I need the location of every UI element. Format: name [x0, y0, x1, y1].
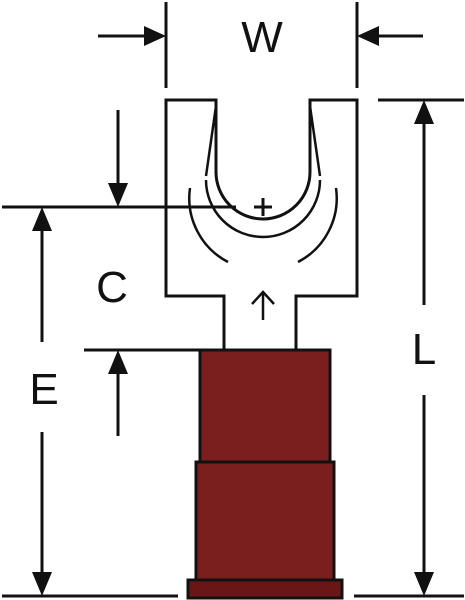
insulation-sleeve-upper	[198, 348, 332, 464]
c-arrow-bottom-head	[108, 350, 128, 374]
stud-hole-outer-arc-left	[188, 187, 229, 264]
left-prong-taper	[204, 105, 218, 177]
up-arrow-icon	[251, 290, 275, 320]
e-arrow-bottom-head	[32, 572, 52, 596]
right-prong-taper	[308, 105, 322, 177]
w-label: W	[241, 13, 283, 62]
l-label: L	[412, 325, 436, 374]
c-label: C	[96, 263, 128, 312]
spade-fork-outline	[164, 98, 359, 352]
c-arrow-top-head	[108, 183, 128, 207]
l-arrow-bottom-head	[414, 572, 434, 596]
stud-hole-outer-arc-right	[297, 187, 338, 264]
w-arrow-right-head	[357, 26, 379, 46]
insulation-sleeve-band	[186, 578, 344, 600]
insulation-sleeve-lower	[194, 460, 336, 582]
e-label: E	[29, 365, 58, 414]
l-arrow-top-head	[414, 100, 434, 124]
w-arrow-left-head	[144, 26, 166, 46]
plus-icon	[254, 198, 272, 216]
stud-hole-inner-arc	[204, 179, 322, 239]
e-arrow-top-head	[32, 207, 52, 231]
